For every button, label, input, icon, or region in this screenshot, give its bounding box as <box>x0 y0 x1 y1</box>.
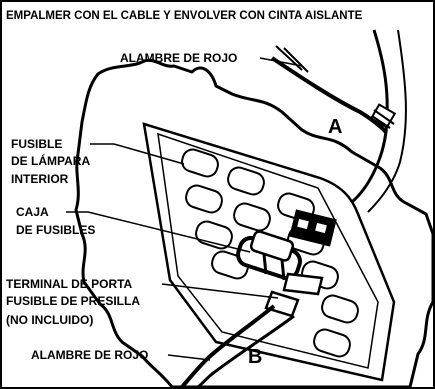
red-wire-b <box>180 304 276 387</box>
relay-block <box>289 209 337 247</box>
fuse-box-label-line-1: CAJA <box>16 205 49 219</box>
fuse-box-inner-edge <box>157 132 379 369</box>
tape-splice <box>369 103 397 129</box>
red-wire-b-strand <box>197 314 295 387</box>
red-wire-top-label: ALAMBRE DE ROJO <box>120 51 238 65</box>
red-wire-a <box>270 56 388 134</box>
fuse-label-line-1: FUSIBLE <box>11 137 63 151</box>
terminal-label-line-1: TERMINAL DE PORTA <box>6 277 133 291</box>
terminal-label-line-2: FUSIBLE DE PRESILLA <box>6 294 141 308</box>
red-wire-bottom-label: ALAMBRE DE ROJO <box>31 348 149 362</box>
terminal-label-line-3: (NO INCLUIDO) <box>6 313 94 327</box>
point-a-label: A <box>328 116 343 138</box>
vehicle-wire <box>351 29 389 204</box>
leader-lines <box>66 57 303 361</box>
panel-gap-lines <box>275 45 309 73</box>
diagram-title: EMPALMER CON EL CABLE Y ENVOLVER CON CIN… <box>6 10 363 22</box>
fuse-box-label-line-2: DE FUSIBLES <box>16 223 96 237</box>
fuse-label-line-2: DE LÁMPARA <box>11 154 91 168</box>
fuse-label-line-3: INTERIOR <box>11 172 69 186</box>
interior-lamp-fuse <box>236 230 302 281</box>
vehicle-wire-2 <box>367 29 407 213</box>
point-b-label: B <box>248 346 263 368</box>
